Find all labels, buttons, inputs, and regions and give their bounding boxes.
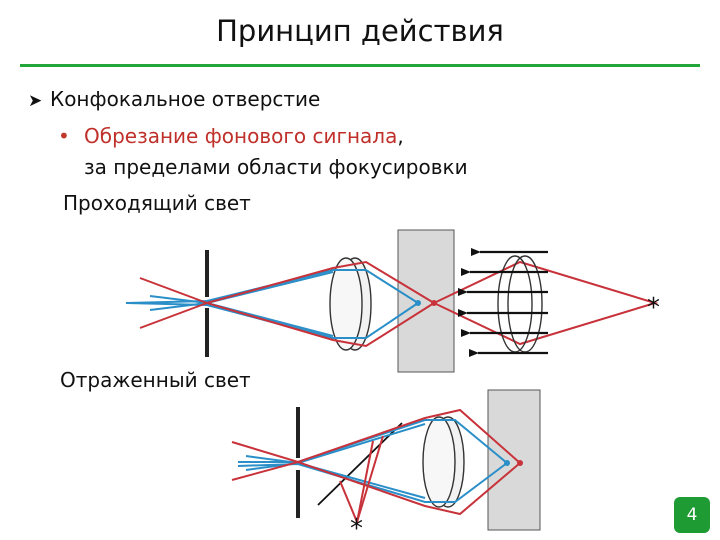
arrow-bullet-icon: ➤	[28, 91, 43, 111]
transmitted-focal-point-blue	[415, 300, 421, 306]
transmitted-red-rays	[139, 260, 659, 348]
transmitted-diagram: *	[125, 229, 660, 373]
bullet-cut-comma: ,	[397, 124, 404, 148]
dot-bullet-icon: •	[58, 124, 70, 148]
title-divider	[20, 64, 700, 67]
transmitted-condenser-lens-back	[507, 255, 543, 353]
page-number-badge: 4	[674, 497, 710, 533]
bullet-confocal-text: Конфокальное отверстие	[50, 87, 321, 111]
slide-title: Принцип действия	[216, 14, 504, 48]
bullet-cut-red-text: Обрезание фонового сигнала	[84, 124, 398, 148]
transmitted-star-icon: *	[647, 293, 660, 323]
reflected-focal-point-red	[517, 460, 523, 466]
bullet-confocal-aperture: ➤ Конфокальное отверстие	[28, 87, 320, 111]
transmitted-condenser-lens	[497, 255, 533, 353]
reflected-specimen-slide	[487, 389, 541, 531]
beam-splitter	[317, 422, 403, 506]
reflected-diagram: *	[231, 389, 541, 540]
illumination-arrows	[458, 248, 548, 357]
reflected-star-icon: *	[350, 514, 363, 540]
transmitted-focal-point-red	[431, 300, 437, 306]
reflected-focal-point-blue	[504, 460, 510, 466]
reflected-objective-lens	[422, 416, 456, 508]
transmitted-objective-lens	[329, 257, 363, 351]
transmitted-specimen-slide	[397, 229, 455, 373]
reflected-red-rays	[231, 408, 521, 525]
bullet-cut-line2: за пределами области фокусировки	[84, 155, 468, 179]
bullet-background-cut: • Обрезание фонового сигнала, за пределам…	[58, 121, 468, 183]
reflected-blue-rays	[237, 419, 508, 503]
reflected-light-label: Отраженный свет	[60, 368, 251, 392]
transmitted-blue-rays	[125, 269, 419, 339]
transmitted-light-label: Проходящий свет	[63, 191, 251, 215]
